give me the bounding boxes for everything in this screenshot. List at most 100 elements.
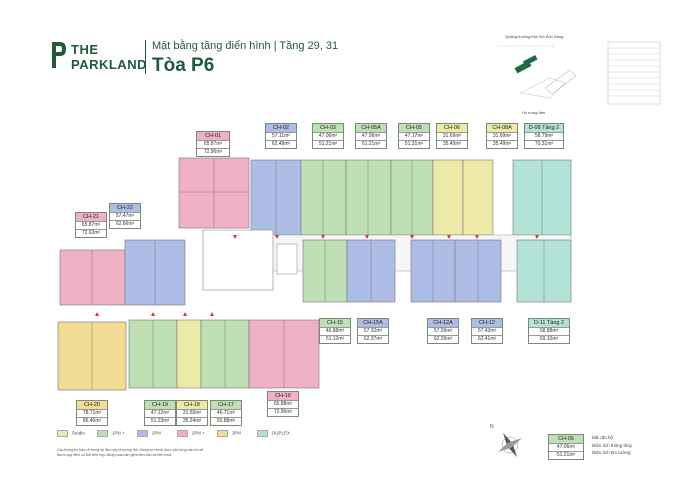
unit-tag-ch-22[interactable]: CH-22 57.47m² 62.66m²: [109, 203, 141, 229]
legend-swatch: [137, 430, 148, 437]
legend-label: Studio: [72, 430, 85, 436]
unit-area-clear: 65.88m²: [268, 400, 298, 408]
legend-2pn-plus: 2PN +: [177, 430, 205, 437]
unit-tag-d-11[interactable]: D-11 Tầng 2 58.88m² 69.10m²: [528, 318, 570, 344]
key-label-code: Mã căn hộ: [592, 435, 614, 440]
unit-code: CH-01: [197, 132, 229, 140]
unit-area-clear: 57.11m²: [266, 132, 296, 140]
key-area-clear: 47.06m²: [549, 443, 583, 451]
floor-plan: [57, 157, 572, 391]
legend-3pn: 3PN: [217, 430, 241, 437]
unit-tag-ch-18[interactable]: CH-18 31.59m² 35.24m²: [176, 400, 208, 426]
unit-tag-ch-15[interactable]: CH-15 46.88m² 51.12m²: [319, 318, 351, 344]
unit-tag-ch-01[interactable]: CH-01 65.87m² 72.96m²: [196, 131, 230, 157]
unit-area-wall: 62.37m²: [358, 335, 388, 343]
legend-swatch: [57, 430, 68, 437]
unit-tag-ch-03[interactable]: CH-03 47.06m² 51.21m²: [312, 123, 344, 149]
page-subtitle: Mặt bằng tầng điển hình | Tầng 29, 31: [152, 40, 339, 52]
unit-code: CH-15: [320, 319, 350, 327]
unit-code: CH-22: [110, 204, 140, 212]
unit-tag-ch-19[interactable]: CH-19 47.12m² 51.23m²: [144, 400, 176, 426]
unit-area-clear: 78.71m²: [77, 409, 107, 417]
legend-duplex: DUPLEX: [257, 430, 290, 437]
unit-tag-ch-08a[interactable]: CH-08A 31.69m² 35.49m²: [486, 123, 518, 149]
unit-code: CH-12: [472, 319, 502, 327]
legend-label: 2PN: [152, 430, 161, 436]
unit-area-wall: 69.10m²: [529, 335, 569, 343]
header-divider: [145, 40, 146, 74]
unit-area-wall: 62.66m²: [110, 220, 140, 228]
brand-line1: THE: [71, 42, 99, 57]
parkland-logo-icon: [52, 42, 66, 68]
unit-tag-ch-15a[interactable]: CH-15A 57.32m² 62.37m²: [357, 318, 389, 344]
brand-line2: PARKLAND: [71, 57, 147, 72]
compass-icon: [497, 432, 523, 458]
unit-tag-ch-12a[interactable]: CH-12A 57.29m² 62.29m²: [427, 318, 459, 344]
unit-code: CH-08A: [487, 124, 517, 132]
unit-code: CH-05A: [356, 124, 386, 132]
unit-tag-ch-16[interactable]: CH-16 65.88m² 72.96m²: [267, 391, 299, 417]
unit-area-wall: 72.96m²: [268, 408, 298, 416]
unit-area-clear: 57.29m²: [428, 327, 458, 335]
unit-tag-ch-06[interactable]: CH-06 31.69m² 35.49m²: [436, 123, 468, 149]
legend-label: 2PN +: [192, 430, 205, 436]
unit-code: CH-20: [77, 401, 107, 409]
unit-area-wall: 51.31m²: [399, 140, 429, 148]
inset-label-lake: Hồ trung tâm: [522, 110, 546, 115]
unit-code: CH-21: [76, 213, 106, 221]
key-label-clear: Diện tích thông thủy: [592, 443, 633, 448]
disclaimer-note: Các thông tin bản vẽ trong tài liệu này …: [57, 448, 204, 457]
legend-2pn: 2PN: [137, 430, 161, 437]
unit-tag-ch-05[interactable]: CH-05 47.17m² 51.31m²: [398, 123, 430, 149]
key-code: CH-05: [549, 435, 583, 443]
unit-tag-d-08[interactable]: D-08 Tầng 2 58.79m² 70.31m²: [524, 123, 564, 149]
legend-label: DUPLEX: [272, 430, 291, 436]
legend-swatch: [97, 430, 108, 437]
unit-area-wall: 35.49m²: [487, 140, 517, 148]
unit-area-wall: 51.21m²: [356, 140, 386, 148]
unit-code: CH-17: [211, 401, 241, 409]
unit-area-clear: 47.17m²: [399, 132, 429, 140]
unit-code: CH-15A: [358, 319, 388, 327]
unit-area-clear: 58.79m²: [525, 132, 563, 140]
unit-area-clear: 31.69m²: [437, 132, 467, 140]
unit-code: CH-02: [266, 124, 296, 132]
unit-area-clear: 47.06m²: [313, 132, 343, 140]
key-label-wall: Diện tích tim tường: [592, 450, 631, 455]
legend-key-tag: CH-05 47.06m² 51.21m²: [548, 434, 584, 460]
unit-tag-ch-02[interactable]: CH-02 57.11m² 62.48m²: [265, 123, 297, 149]
unit-area-wall: 50.88m²: [211, 417, 241, 425]
unit-area-clear: 57.32m²: [358, 327, 388, 335]
unit-area-clear: 65.87m²: [76, 221, 106, 229]
page-title: Tòa P6: [152, 55, 215, 76]
unit-area-clear: 46.71m²: [211, 409, 241, 417]
unit-area-clear: 31.69m²: [487, 132, 517, 140]
unit-code: D-08 Tầng 2: [525, 124, 563, 132]
unit-tag-ch-21[interactable]: CH-21 65.87m² 72.63m²: [75, 212, 107, 238]
unit-tag-ch-05a[interactable]: CH-05A 47.06m² 51.21m²: [355, 123, 387, 149]
unit-code: CH-06: [437, 124, 467, 132]
legend-studio: Studio: [57, 430, 85, 437]
unit-code: CH-05: [399, 124, 429, 132]
unit-tag-ch-17[interactable]: CH-17 46.71m² 50.88m²: [210, 400, 242, 426]
unit-area-clear: 57.43m²: [472, 327, 502, 335]
unit-area-wall: 51.23m²: [145, 417, 175, 425]
unit-code: CH-16: [268, 392, 298, 400]
inset-label-square: Quảng trường Kim Đô Ánh Sáng: [505, 34, 564, 39]
compass-north-label: N: [490, 424, 494, 430]
legend-swatch: [177, 430, 188, 437]
unit-area-wall: 72.63m²: [76, 229, 106, 237]
unit-area-clear: 47.06m²: [356, 132, 386, 140]
legend-label: 1PN +: [112, 430, 125, 436]
unit-code: CH-12A: [428, 319, 458, 327]
unit-area-clear: 57.47m²: [110, 212, 140, 220]
legend-swatch: [257, 430, 268, 437]
unit-area-clear: 46.88m²: [320, 327, 350, 335]
unit-tag-ch-12[interactable]: CH-12 57.43m² 62.41m²: [471, 318, 503, 344]
unit-tag-ch-20[interactable]: CH-20 78.71m² 86.46m²: [76, 400, 108, 426]
legend-swatch: [217, 430, 228, 437]
unit-area-clear: 65.87m²: [197, 140, 229, 148]
unit-area-wall: 51.21m²: [313, 140, 343, 148]
unit-area-wall: 70.31m²: [525, 140, 563, 148]
unit-code: CH-03: [313, 124, 343, 132]
